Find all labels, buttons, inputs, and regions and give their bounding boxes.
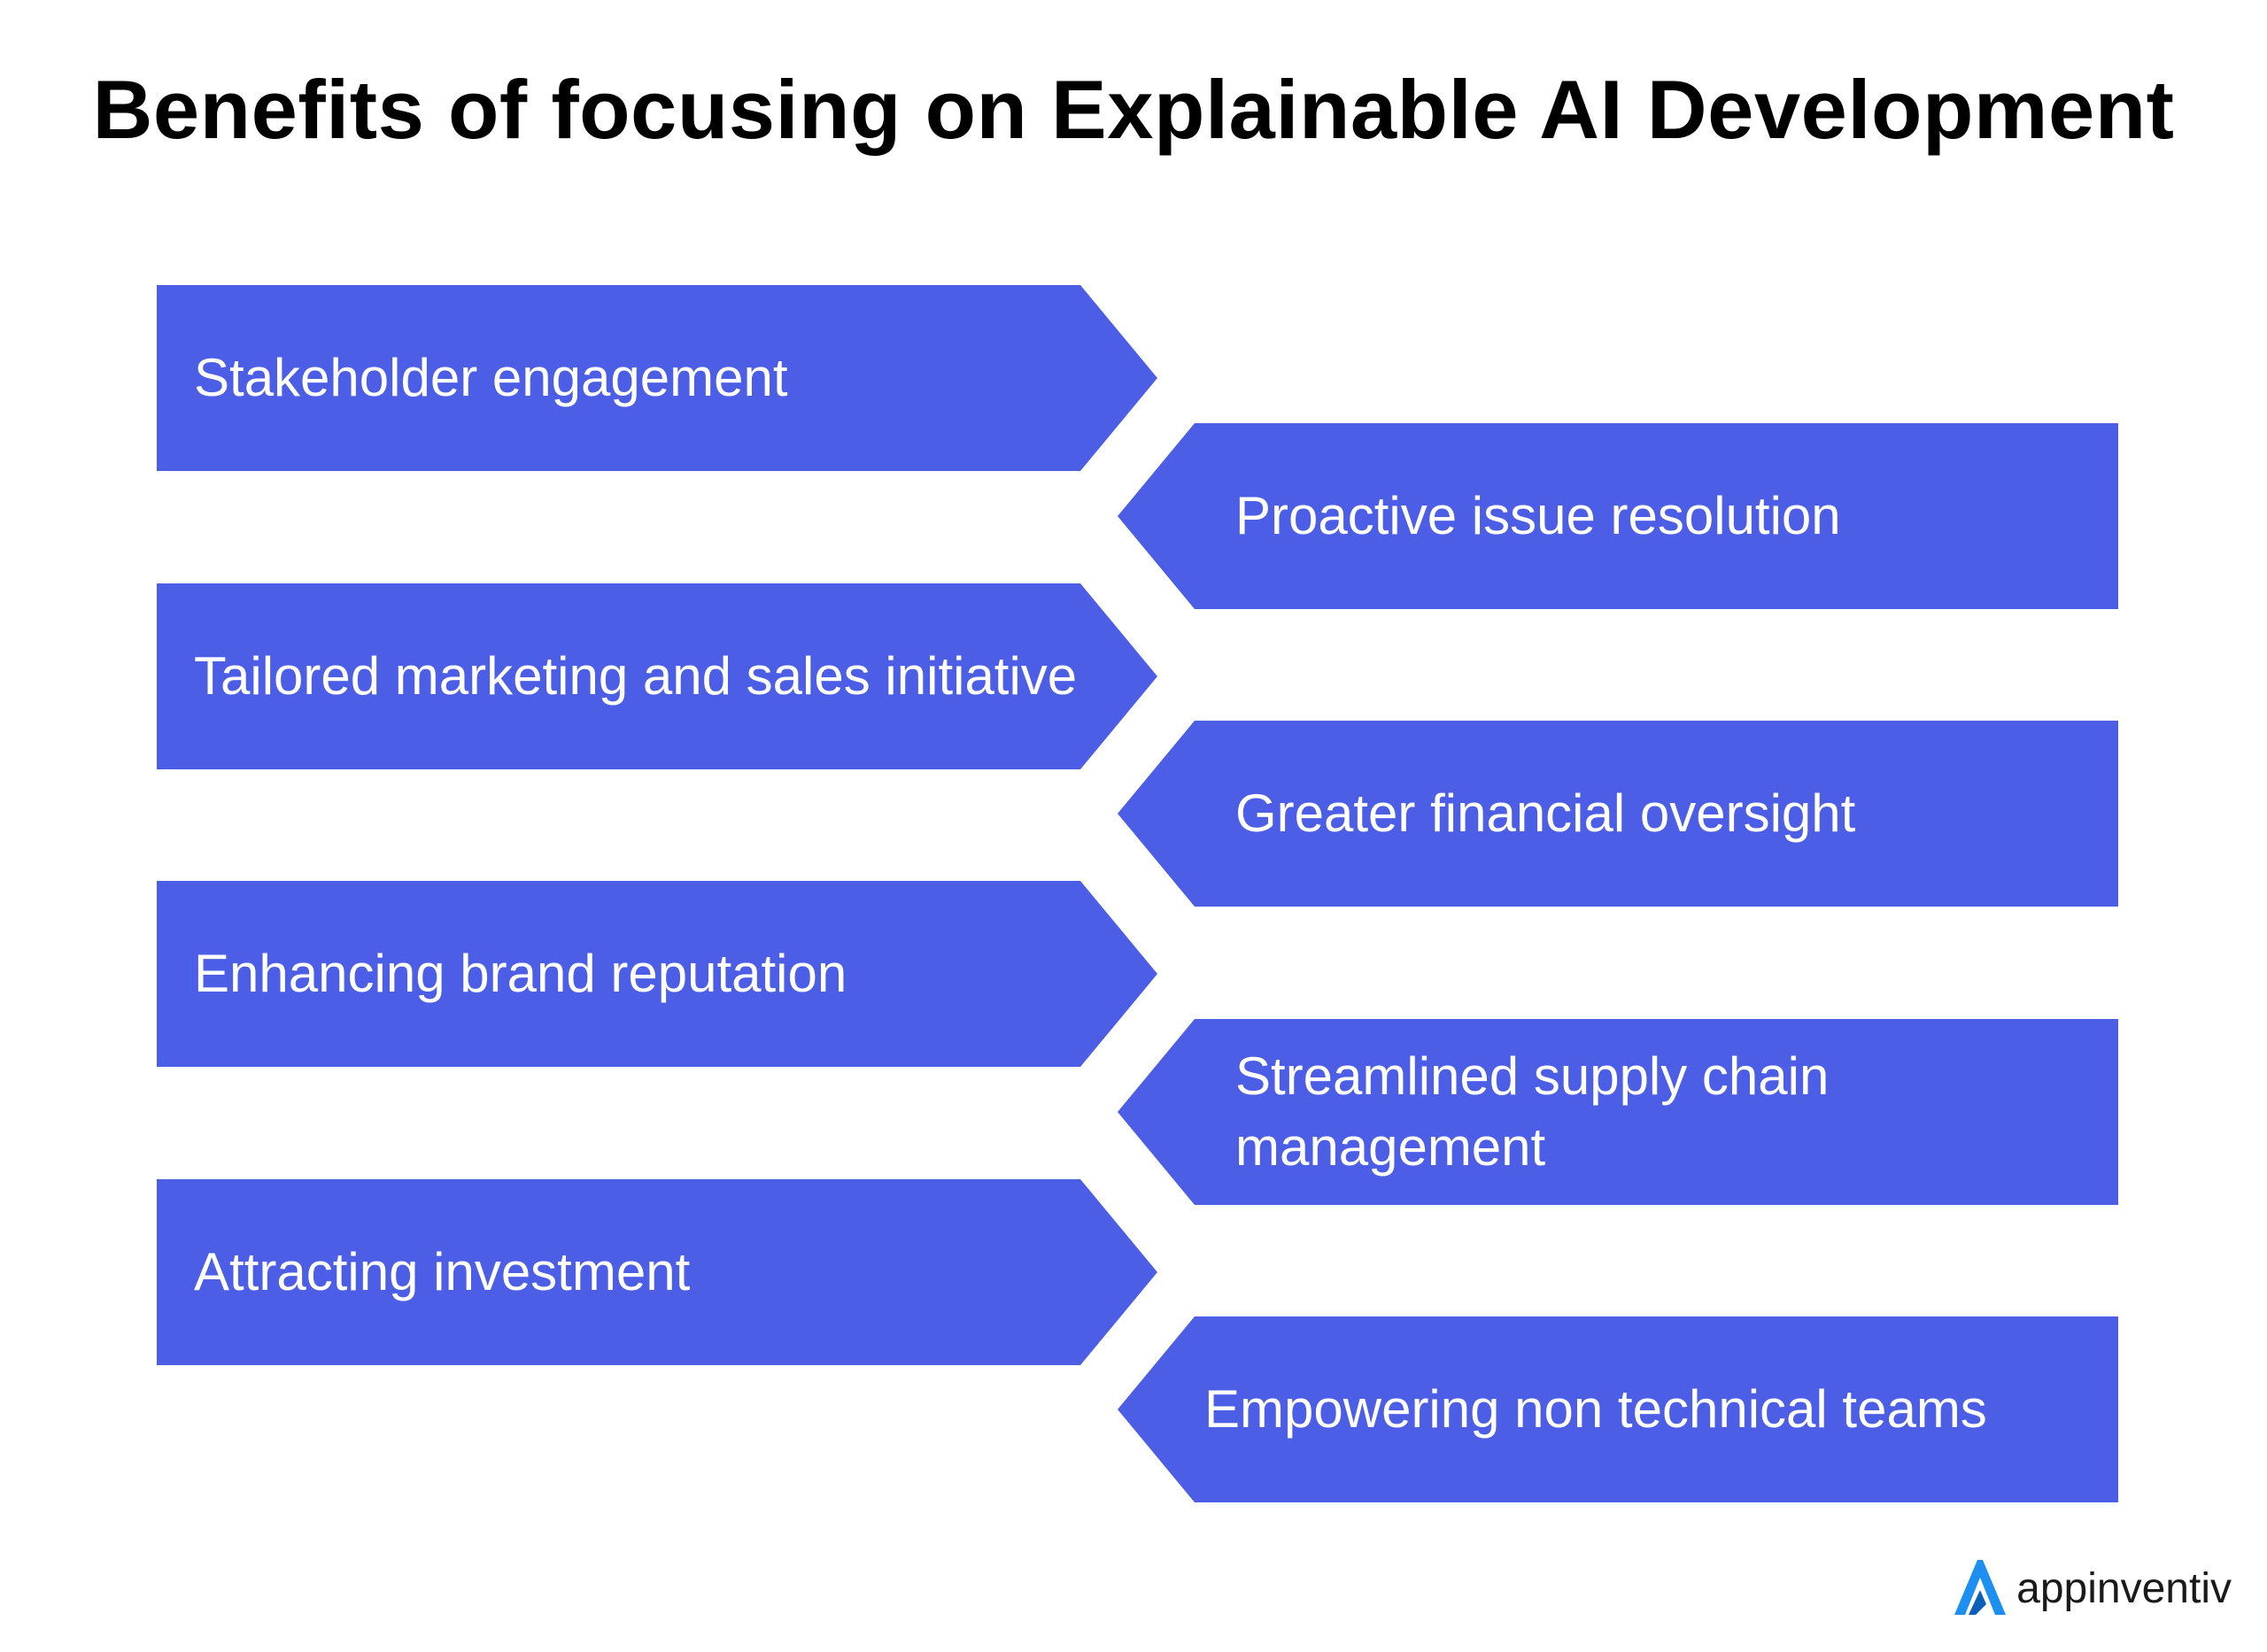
benefit-card-5: Enhancing brand reputation [157,881,1157,1067]
benefit-card-7: Attracting investment [157,1179,1157,1365]
brand-logo: appinventiv [1951,1556,2232,1620]
appinventiv-logo-icon [1954,1560,2007,1615]
benefit-label: Proactive issue resolution [1235,486,1841,545]
benefit-label: Streamlined supply chain management [1235,1046,1830,1177]
page-title: Benefits of focusing on Explainable AI D… [92,63,2175,156]
benefit-card-2: Proactive issue resolution [1118,423,2118,609]
benefit-card-1: Stakeholder engagement [157,285,1157,471]
benefit-card-6: Streamlined supply chain management [1118,1019,2118,1205]
benefit-label: Greater financial oversight [1235,784,1856,843]
benefit-label: Enhancing brand reputation [194,944,847,1003]
benefit-label: Tailored marketing and sales initiative [194,646,1078,706]
benefit-card-4: Greater financial oversight [1118,721,2118,907]
benefit-card-8: Empowering non technical teams [1118,1316,2118,1502]
benefit-label: Stakeholder engagement [194,348,788,407]
benefit-label: Empowering non technical teams [1204,1379,1987,1439]
benefit-card-3: Tailored marketing and sales initiative [157,583,1157,769]
benefit-label: Attracting investment [194,1242,691,1301]
brand-name: appinventiv [2016,1564,2232,1612]
